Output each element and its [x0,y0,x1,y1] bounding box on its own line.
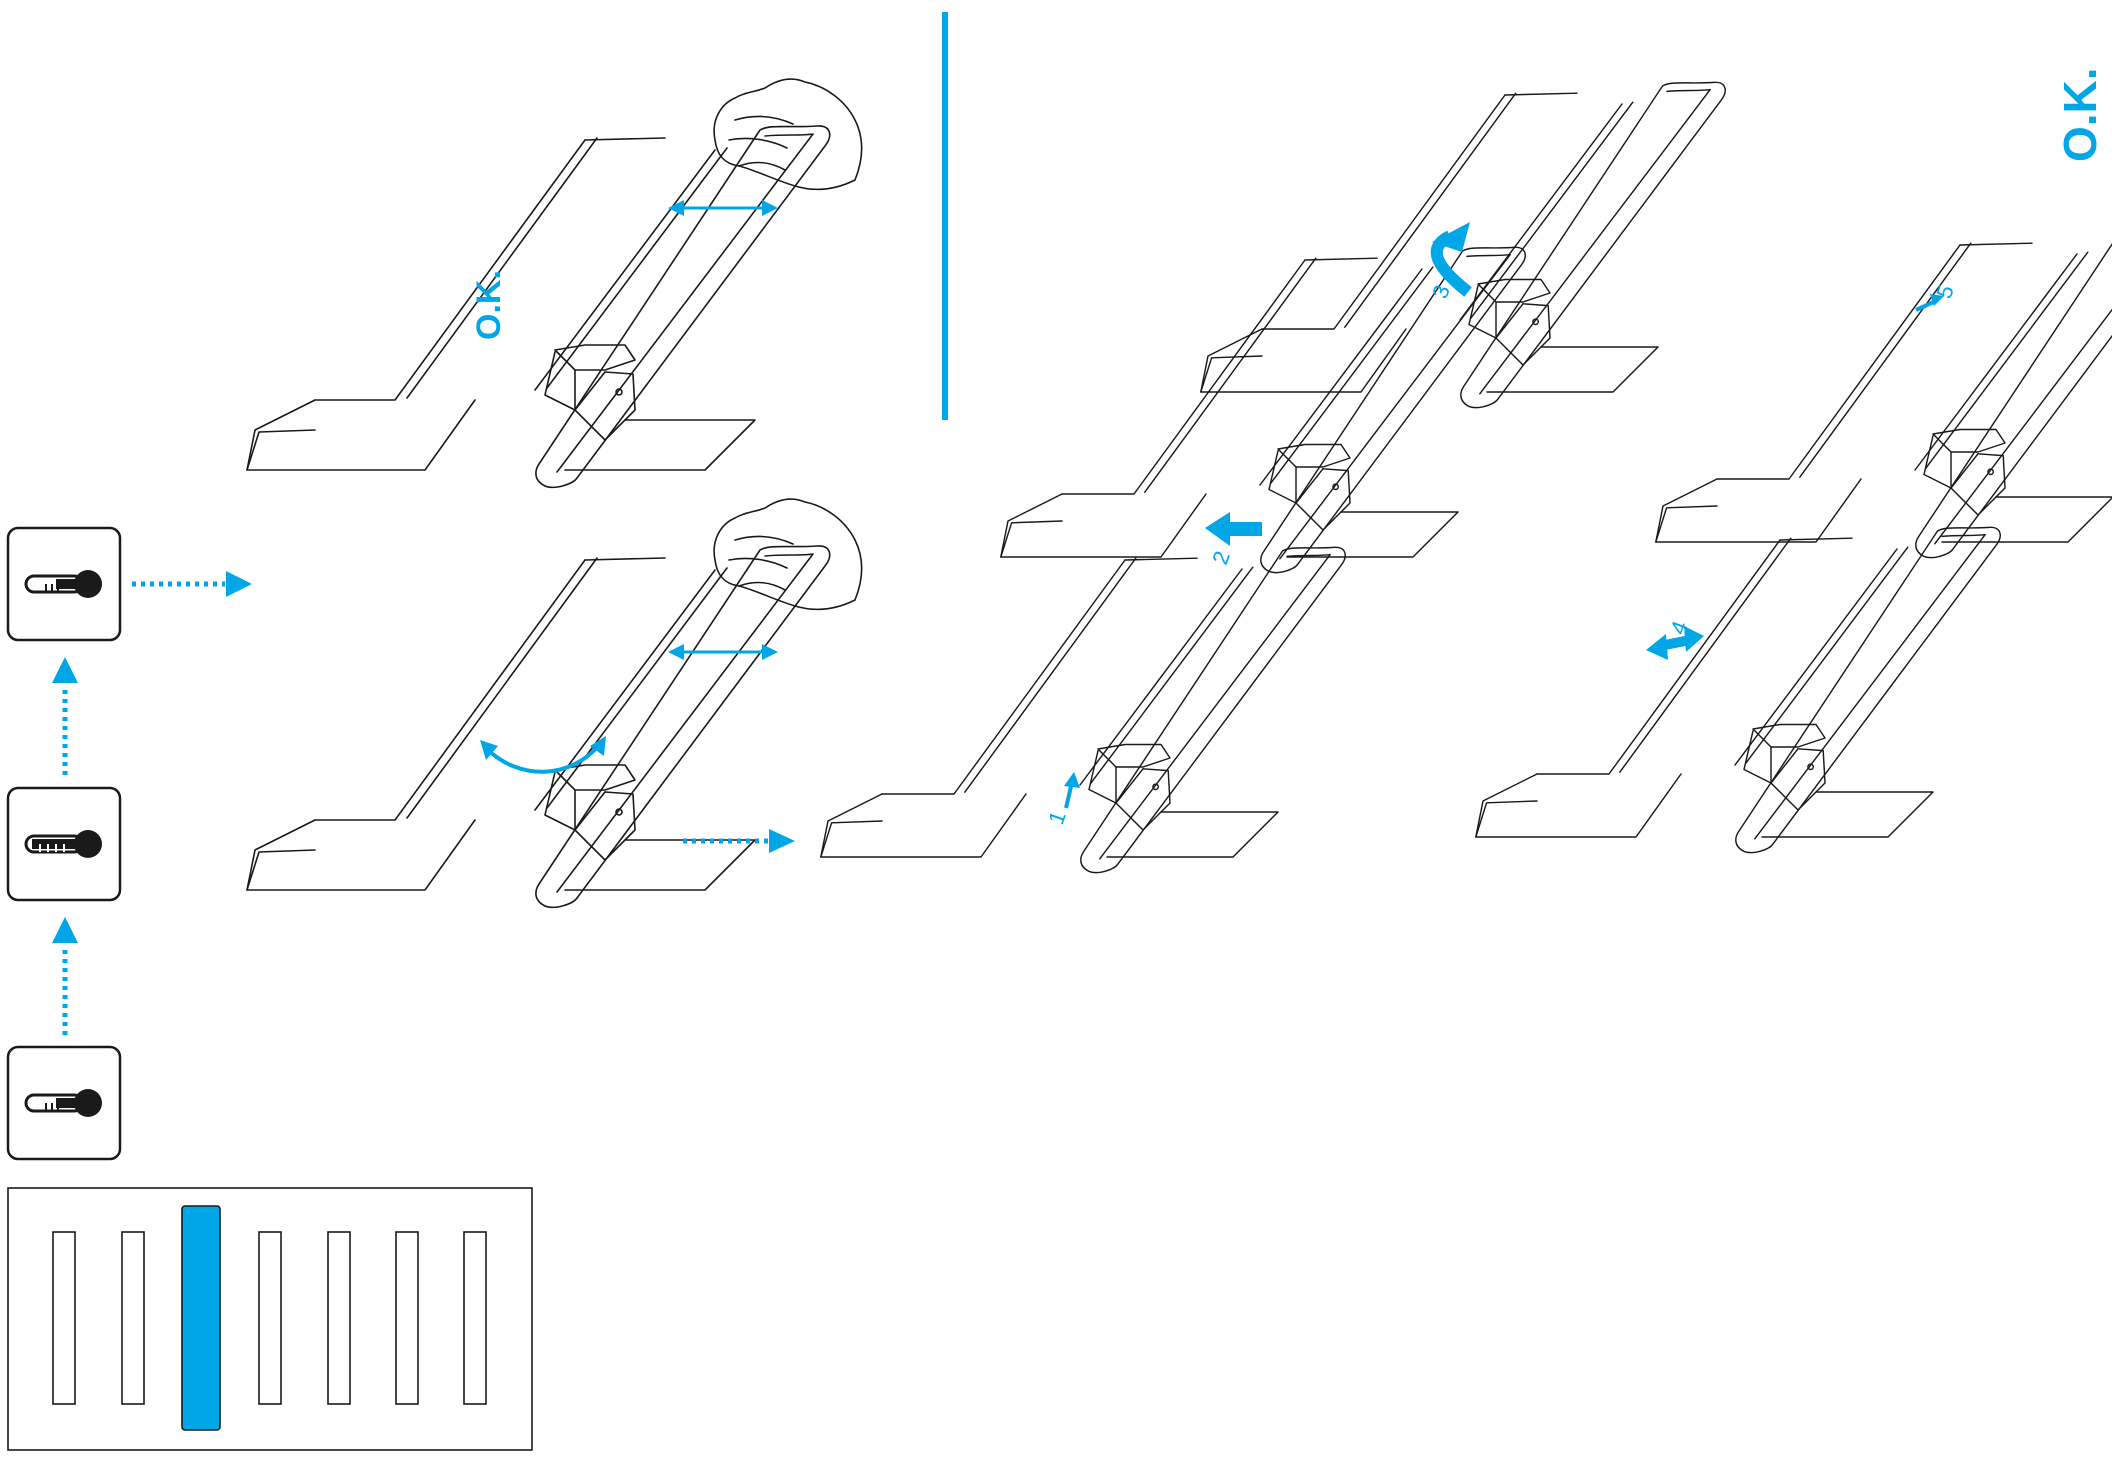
slot [464,1232,486,1404]
slot [328,1232,350,1404]
slot [122,1232,144,1404]
step-2-arrow [1205,512,1262,546]
thermometer-low-icon [8,1047,120,1159]
slot [396,1232,418,1404]
figure-step-4 [1476,527,2000,852]
thermometer-high-icon [8,788,120,900]
step-number-1: 1 [1043,808,1071,828]
dotted-arrow-up [52,917,78,1035]
slot [53,1232,75,1404]
figure-step-5 [1656,232,2112,557]
figure-ok-check [247,126,830,487]
ok-label-top-right: O.K. [2054,67,2106,162]
step-number-2: 2 [1207,548,1235,568]
dotted-arrow-right [132,571,252,597]
step-number-4: 4 [1665,618,1693,638]
figure-rotate-clip [247,546,830,907]
step-1-arrow [1064,772,1080,808]
dotted-arrow-right [683,829,795,853]
slot [259,1232,281,1404]
ok-label-figure: O.K. [470,270,508,340]
slot-selected [182,1206,220,1430]
thermometer-low-icon [8,528,120,640]
double-arrow-horizontal [668,644,778,660]
step-3-curved-arrow [1432,222,1470,292]
dotted-arrow-up [52,657,78,775]
selector-panel [8,1188,532,1450]
figure-step-1 [821,547,1345,872]
